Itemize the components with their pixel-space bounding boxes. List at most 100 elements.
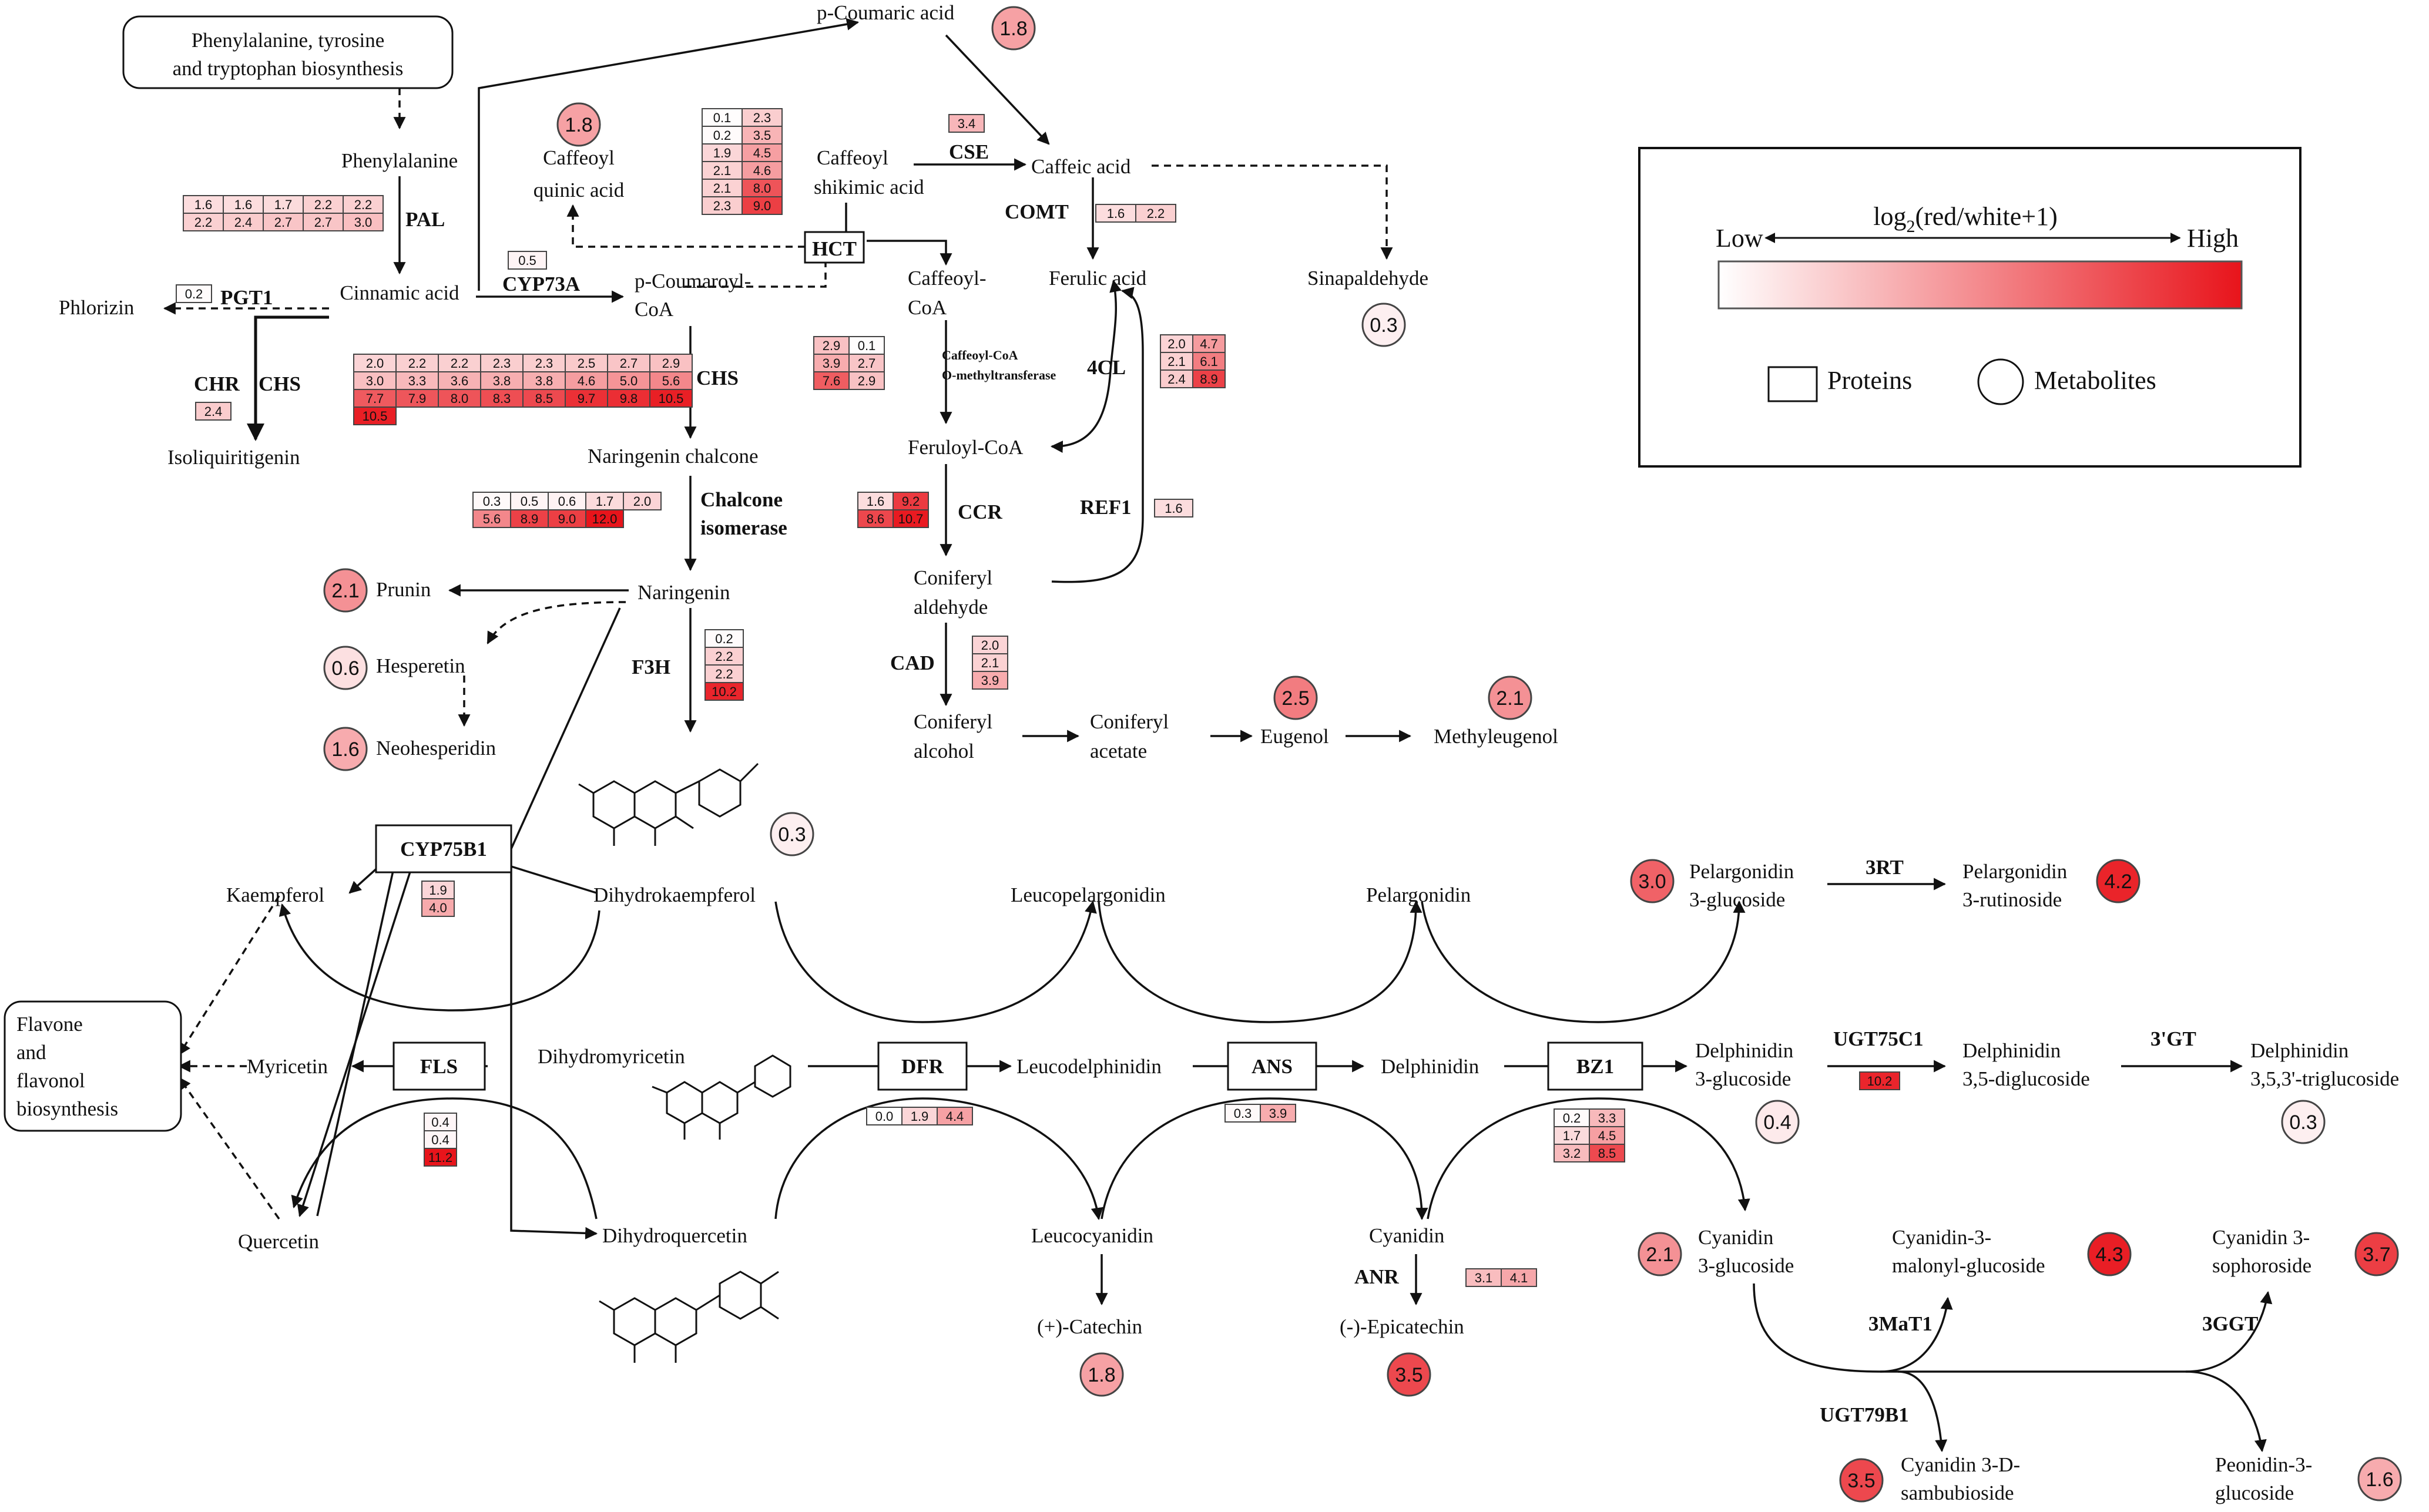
legend-metabolites-label: Metabolites [2034, 366, 2156, 395]
enzyme-chalcone-isomerase-line1: Chalcone [700, 488, 783, 511]
protein-cell-cse: 3.4 [948, 114, 985, 133]
compound-pelargonidin-3-rutinoside-line2: 3-rutinoside [1962, 888, 2062, 911]
legend-metabolite-circle [1977, 358, 2024, 405]
protein-cell-chalcone_isomerase: 0.3 [472, 492, 511, 510]
protein-cell-chs: 10.5 [353, 406, 397, 425]
protein-cell-chs: 3.6 [438, 371, 481, 390]
legend: log2(red/white+1) Low High Proteins Meta… [1638, 147, 2301, 468]
metabolite-value: 2.5 [1281, 687, 1309, 710]
metabolite-value: 0.3 [1370, 314, 1397, 337]
metabolite-neohesperidin: 1.6 [323, 727, 368, 771]
protein-value: 2.0 [981, 638, 999, 653]
compound-leucocyanidin: Leucocyanidin [1031, 1224, 1153, 1247]
protein-value: 2.3 [713, 199, 732, 213]
protein-cell-ccomt: 7.6 [813, 371, 850, 390]
protein-cell-chs: 3.8 [522, 371, 566, 390]
protein-value: 0.3 [483, 494, 501, 509]
pathway-box-phe: Phenylalanine, tyrosine and tryptophan b… [122, 15, 454, 89]
protein-value: 1.6 [867, 494, 885, 509]
protein-value: 2.2 [194, 215, 213, 230]
protein-cell-pal: 2.2 [343, 195, 384, 214]
legend-title-suffix: (red/white+1) [1915, 202, 2057, 231]
metabolite-value: 2.1 [331, 580, 359, 602]
compound-caffeoyl-coa-line1: Caffeoyl- [908, 267, 986, 290]
enzyme-anr: ANR [1354, 1265, 1400, 1288]
protein-cell-bz1: 3.2 [1554, 1144, 1590, 1162]
protein-value: 2.1 [1167, 354, 1186, 369]
protein-value: 1.6 [1165, 501, 1183, 516]
protein-cell-chs: 2.9 [649, 354, 693, 372]
metabolite-cyanidin-3-malonyl-glucoside: 4.3 [2087, 1232, 2132, 1276]
protein-cell-chalcone_isomerase: 1.7 [585, 492, 624, 510]
protein-value: 4.1 [1510, 1271, 1528, 1285]
enzyme-3primegt: 3'GT [2150, 1027, 2196, 1050]
enzyme-chs: CHS [259, 372, 301, 395]
compound-coniferyl-acetate-line1: Coniferyl [1090, 710, 1169, 733]
protein-value: 6.1 [1200, 354, 1218, 369]
protein-cell-chs: 2.2 [438, 354, 481, 372]
protein-value: 2.1 [713, 163, 732, 178]
protein-value: 3.8 [493, 374, 511, 388]
compound-phlorizin: Phlorizin [59, 296, 134, 319]
enzyme-cyp73a: CYP73A [502, 273, 581, 295]
metabolite-pelargonidin-3-rutinoside: 4.2 [2096, 859, 2141, 903]
protein-cell-fls: 11.2 [424, 1148, 457, 1167]
compound-delphinidin-353-triglucoside-line2: 3,5,3'-triglucoside [2250, 1067, 2399, 1090]
protein-cell-hct: 4.6 [742, 161, 783, 180]
enzyme-cyp75b1: CYP75B1 [400, 838, 487, 861]
protein-cell-fourcl: 2.0 [1160, 334, 1193, 353]
enzyme-ccr: CCR [958, 500, 1003, 523]
protein-cell-fourcl: 4.7 [1192, 334, 1226, 353]
legend-title-prefix: log [1873, 202, 1906, 231]
protein-value: 10.2 [712, 684, 737, 699]
protein-cell-fourcl: 8.9 [1192, 369, 1226, 388]
protein-value: 0.2 [713, 128, 732, 143]
protein-cell-chs: 9.8 [607, 389, 650, 408]
compound-caffeic-acid: Caffeic acid [1031, 155, 1131, 178]
compound-naringenin-chalcone: Naringenin chalcone [588, 445, 759, 468]
protein-value: 1.9 [429, 883, 447, 898]
protein-value: 0.2 [185, 287, 203, 301]
protein-cell-dfr: 1.9 [901, 1107, 938, 1125]
metabolite-dihydrokaempferol: 0.3 [770, 812, 814, 856]
compound-cyanidin: Cyanidin [1369, 1224, 1444, 1247]
pathway-box-flavone-line1: Flavone [16, 1013, 83, 1036]
protein-cell-ccomt: 2.9 [848, 371, 885, 390]
compound-p-coumaroyl-coa-line2: CoA [635, 298, 674, 321]
protein-value: 3.5 [753, 128, 771, 143]
protein-cell-chs: 7.7 [353, 389, 397, 408]
protein-value: 3.0 [354, 215, 373, 230]
enzyme-3ggt: 3GGT [2202, 1312, 2258, 1335]
protein-cell-comt: 1.6 [1095, 204, 1136, 223]
protein-cell-chalcone_isomerase: 0.5 [510, 492, 549, 510]
dihydrokaempferol-structure [578, 762, 759, 846]
pathway-box-flavone: Flavone and flavonol biosynthesis [4, 1000, 182, 1132]
metabolite-value: 1.8 [1088, 1364, 1115, 1386]
protein-cell-anr: 4.1 [1501, 1268, 1537, 1287]
protein-value: 10.7 [898, 512, 924, 526]
protein-cell-bz1: 8.5 [1589, 1144, 1625, 1162]
protein-cell-pal: 1.6 [223, 195, 264, 214]
protein-cell-ccomt: 0.1 [848, 336, 885, 355]
metabolite-prunin: 2.1 [323, 568, 368, 613]
protein-cell-cyp75b1: 1.9 [421, 881, 455, 899]
protein-value: 0.3 [1234, 1106, 1252, 1121]
protein-cell-ccomt: 2.7 [848, 354, 885, 372]
protein-value: 9.0 [558, 512, 576, 526]
enzyme-chalcone-isomerase-line2: isomerase [700, 516, 787, 539]
compound-cyanidin-3-d-sambubioside-line2: sambubioside [1901, 1481, 2014, 1504]
compound-dihydrokaempferol: Dihydrokaempferol [593, 883, 756, 906]
metabolite-value: 1.6 [331, 738, 359, 761]
enzyme-3mat1: 3MaT1 [1868, 1312, 1933, 1335]
protein-cell-ans: 3.9 [1260, 1104, 1296, 1123]
protein-value: 2.9 [858, 374, 876, 388]
protein-cell-chalcone_isomerase: 9.0 [548, 509, 586, 528]
enzyme-4cl: 4CL [1087, 356, 1126, 379]
protein-value: 8.6 [867, 512, 885, 526]
compound-caffeoyl-shikimic-line2: shikimic acid [814, 176, 924, 199]
compound-hesperetin: Hesperetin [376, 654, 465, 677]
protein-cell-chalcone_isomerase: 0.6 [548, 492, 586, 510]
protein-value: 2.9 [662, 356, 680, 371]
protein-cell-anr: 3.1 [1465, 1268, 1502, 1287]
